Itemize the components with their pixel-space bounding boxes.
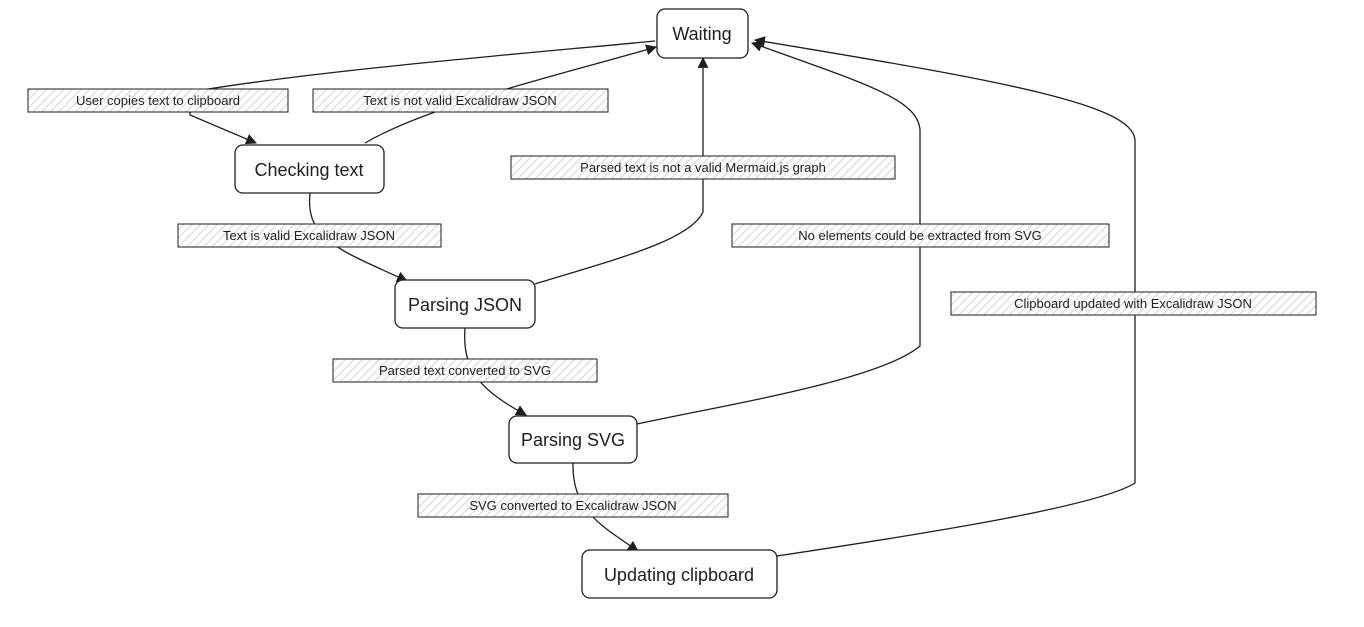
state-label-checking-text: Checking text [254,160,363,180]
state-checking-text: Checking text [234,144,385,194]
edge-waiting-to-checking [189,40,656,145]
transition-label-converted-to-svg: Parsed text converted to SVG [332,358,598,383]
state-parsing-svg: Parsing SVG [508,415,638,464]
transition-label-valid-json: Text is valid Excalidraw JSON [177,223,442,248]
state-waiting: Waiting [656,8,749,59]
state-label-parsing-json: Parsing JSON [408,295,522,315]
transition-text-user-copies: User copies text to clipboard [76,93,240,108]
transition-text-not-valid-json: Text is not valid Excalidraw JSON [363,93,557,108]
transition-text-converted-to-svg: Parsed text converted to SVG [379,363,551,378]
state-label-waiting: Waiting [672,24,731,44]
transition-label-no-elements: No elements could be extracted from SVG [731,223,1110,248]
transition-text-valid-json: Text is valid Excalidraw JSON [223,228,395,243]
state-updating-clipboard: Updating clipboard [581,549,778,599]
transition-label-user-copies: User copies text to clipboard [27,88,289,113]
transition-text-not-valid-mermaid: Parsed text is not a valid Mermaid.js gr… [580,160,826,175]
transition-text-svg-to-json: SVG converted to Excalidraw JSON [469,498,676,513]
transition-label-clipboard-updated: Clipboard updated with Excalidraw JSON [950,291,1317,316]
transition-label-svg-to-json: SVG converted to Excalidraw JSON [417,493,729,518]
transition-text-no-elements: No elements could be extracted from SVG [798,228,1042,243]
transition-label-not-valid-json: Text is not valid Excalidraw JSON [312,88,609,113]
state-label-updating-clipboard: Updating clipboard [604,565,754,585]
transition-label-not-valid-mermaid: Parsed text is not a valid Mermaid.js gr… [510,155,896,180]
edge-parsing-json-to-waiting [534,56,709,285]
transition-text-clipboard-updated: Clipboard updated with Excalidraw JSON [1014,296,1252,311]
edge-parsing-svg-to-waiting [636,41,921,425]
state-parsing-json: Parsing JSON [394,279,536,329]
state-label-parsing-svg: Parsing SVG [521,430,625,450]
edge-updating-to-waiting [753,36,1136,557]
edge-labels: User copies text to clipboard Text is no… [27,88,1317,518]
state-nodes: Waiting Checking text Parsing JSON Parsi… [234,8,778,599]
